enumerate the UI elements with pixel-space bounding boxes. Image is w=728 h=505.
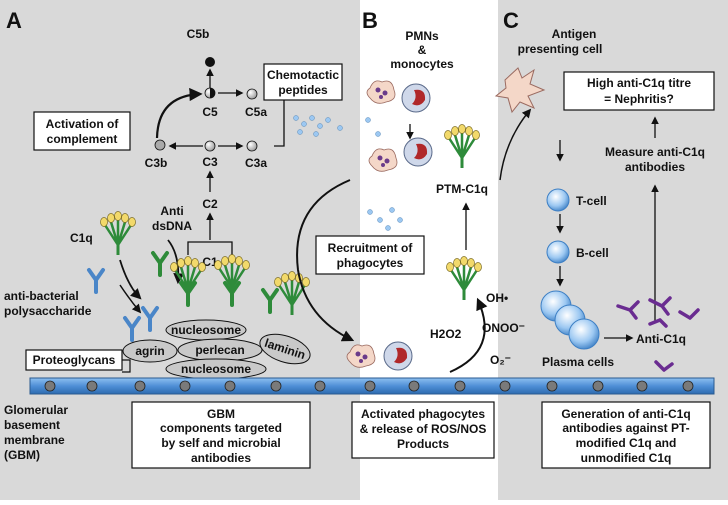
c3a-label: C3a: [245, 156, 267, 170]
gbm-label-line-3: membrane: [4, 433, 65, 447]
pmn-2: [403, 137, 433, 167]
generation-line-3: modified C1q and: [576, 436, 677, 450]
proteoglycans-label: Proteoglycans: [33, 353, 116, 367]
gbm-label-line-2: basement: [4, 418, 60, 432]
agrin-label: agrin: [135, 344, 164, 358]
plasma-cells: [540, 290, 600, 350]
anti-bacterial-line-1: anti-bacterial: [4, 289, 79, 303]
recruitment-line-2: phagocytes: [337, 256, 404, 270]
c5-label: C5: [202, 105, 218, 119]
t-cell: [546, 188, 570, 212]
c3a-ball: [246, 140, 258, 152]
b-cell-label: B-cell: [576, 246, 609, 260]
apc-line-1: Antigen: [552, 27, 597, 41]
perlecan-label: perlecan: [195, 343, 244, 357]
pmns-line-2: &: [418, 43, 427, 57]
generation-line-4: unmodified C1q: [581, 451, 672, 465]
peroxynitrite-label: ONOO⁻: [482, 321, 525, 335]
recruitment-arrow: [296, 179, 355, 342]
ros-arrow: [449, 297, 488, 373]
panel-label-c: C: [503, 8, 519, 33]
anti-dsdna-line-2: dsDNA: [152, 219, 192, 233]
ptm-c1q-label: PTM-C1q: [436, 182, 488, 196]
gbm-targeted-box: [131, 401, 311, 469]
high-titre-line-1: High anti-C1q titre: [587, 76, 691, 90]
measure-line-1: Measure anti-C1q: [605, 145, 705, 159]
gbm-targeted-line-3: by self and microbial: [161, 436, 280, 450]
c3-label: C3: [202, 155, 218, 169]
panel-label-a: A: [6, 8, 22, 33]
c2-label: C2: [202, 197, 218, 211]
generation-line-1: Generation of anti-C1q: [561, 407, 690, 421]
high-titre-line-2: = Nephritis?: [604, 92, 674, 106]
high-titre-box: [563, 71, 715, 111]
c5a-label: C5a: [245, 105, 267, 119]
c1-bracket: [187, 241, 233, 255]
nucleosome-bottom-label: nucleosome: [181, 362, 251, 376]
activated-line-1: Activated phagocytes: [361, 407, 485, 421]
oh-radical-label: OH•: [486, 291, 508, 305]
activation-line-1: Activation of: [46, 117, 120, 131]
pmn-1: [401, 83, 431, 113]
c3b-ball: [154, 139, 166, 151]
anti-bacterial-line-2: polysaccharide: [4, 304, 92, 318]
panel-label-b: B: [362, 8, 378, 33]
anti-c1q-antibodies: [616, 296, 700, 372]
c3-ball: [204, 140, 216, 152]
activated-line-2: & release of ROS/NOS: [360, 422, 487, 436]
chemotactic-box: [263, 63, 343, 101]
gbm-label-line-1: Glomerular: [4, 403, 68, 417]
activated-phagocytes-box: [351, 401, 495, 459]
laminin-ellipse: [259, 333, 311, 365]
generation-box: [541, 401, 711, 469]
gbm-label-line-4: (GBM): [4, 448, 40, 462]
apc-line-2: presenting cell: [518, 42, 603, 56]
activation-line-2: complement: [47, 132, 118, 146]
chemotactic-line-1: Chemotactic: [267, 68, 339, 82]
recruitment-box: [315, 235, 425, 275]
c5b-label: C5b: [187, 27, 210, 41]
activation-box: [33, 111, 131, 151]
agrin-ellipse: [122, 339, 178, 363]
pmns-line-3: monocytes: [390, 57, 454, 71]
chemotactic-particles: [293, 115, 403, 231]
c5a-ball: [246, 88, 258, 100]
antigen-presenting-cell: [494, 67, 546, 114]
b-cell: [546, 240, 570, 264]
plasma-cells-label: Plasma cells: [542, 355, 614, 369]
t-cell-label: T-cell: [576, 194, 607, 208]
c5b-ball: [205, 57, 215, 67]
recruitment-line-1: Recruitment of: [328, 241, 414, 255]
chemotactic-line-2: peptides: [278, 83, 328, 97]
anti-c1q-label: Anti-C1q: [636, 332, 686, 346]
gbm-targeted-line-1: GBM: [207, 407, 235, 421]
activated-pmn: [383, 341, 413, 371]
c1q-label: C1q: [70, 231, 93, 245]
c3b-label: C3b: [145, 156, 168, 170]
membrane-cells: [44, 380, 694, 392]
gbm-targeted-line-2: components targeted: [160, 421, 282, 435]
nucleosome-top-label: nucleosome: [171, 323, 241, 337]
c3b-to-c5-arrow: [155, 87, 203, 139]
pmns-line-1: PMNs: [405, 29, 439, 43]
h2o2-label: H2O2: [430, 327, 462, 341]
anti-dsdna-line-1: Anti: [160, 204, 183, 218]
generation-line-2: antibodies against PT-: [562, 421, 689, 435]
measure-line-2: antibodies: [625, 160, 685, 174]
activated-line-3: Products: [397, 437, 449, 451]
c1-label: C1: [202, 255, 218, 269]
gbm-targeted-line-4: antibodies: [191, 451, 251, 465]
superoxide-label: O₂⁻: [490, 353, 511, 367]
